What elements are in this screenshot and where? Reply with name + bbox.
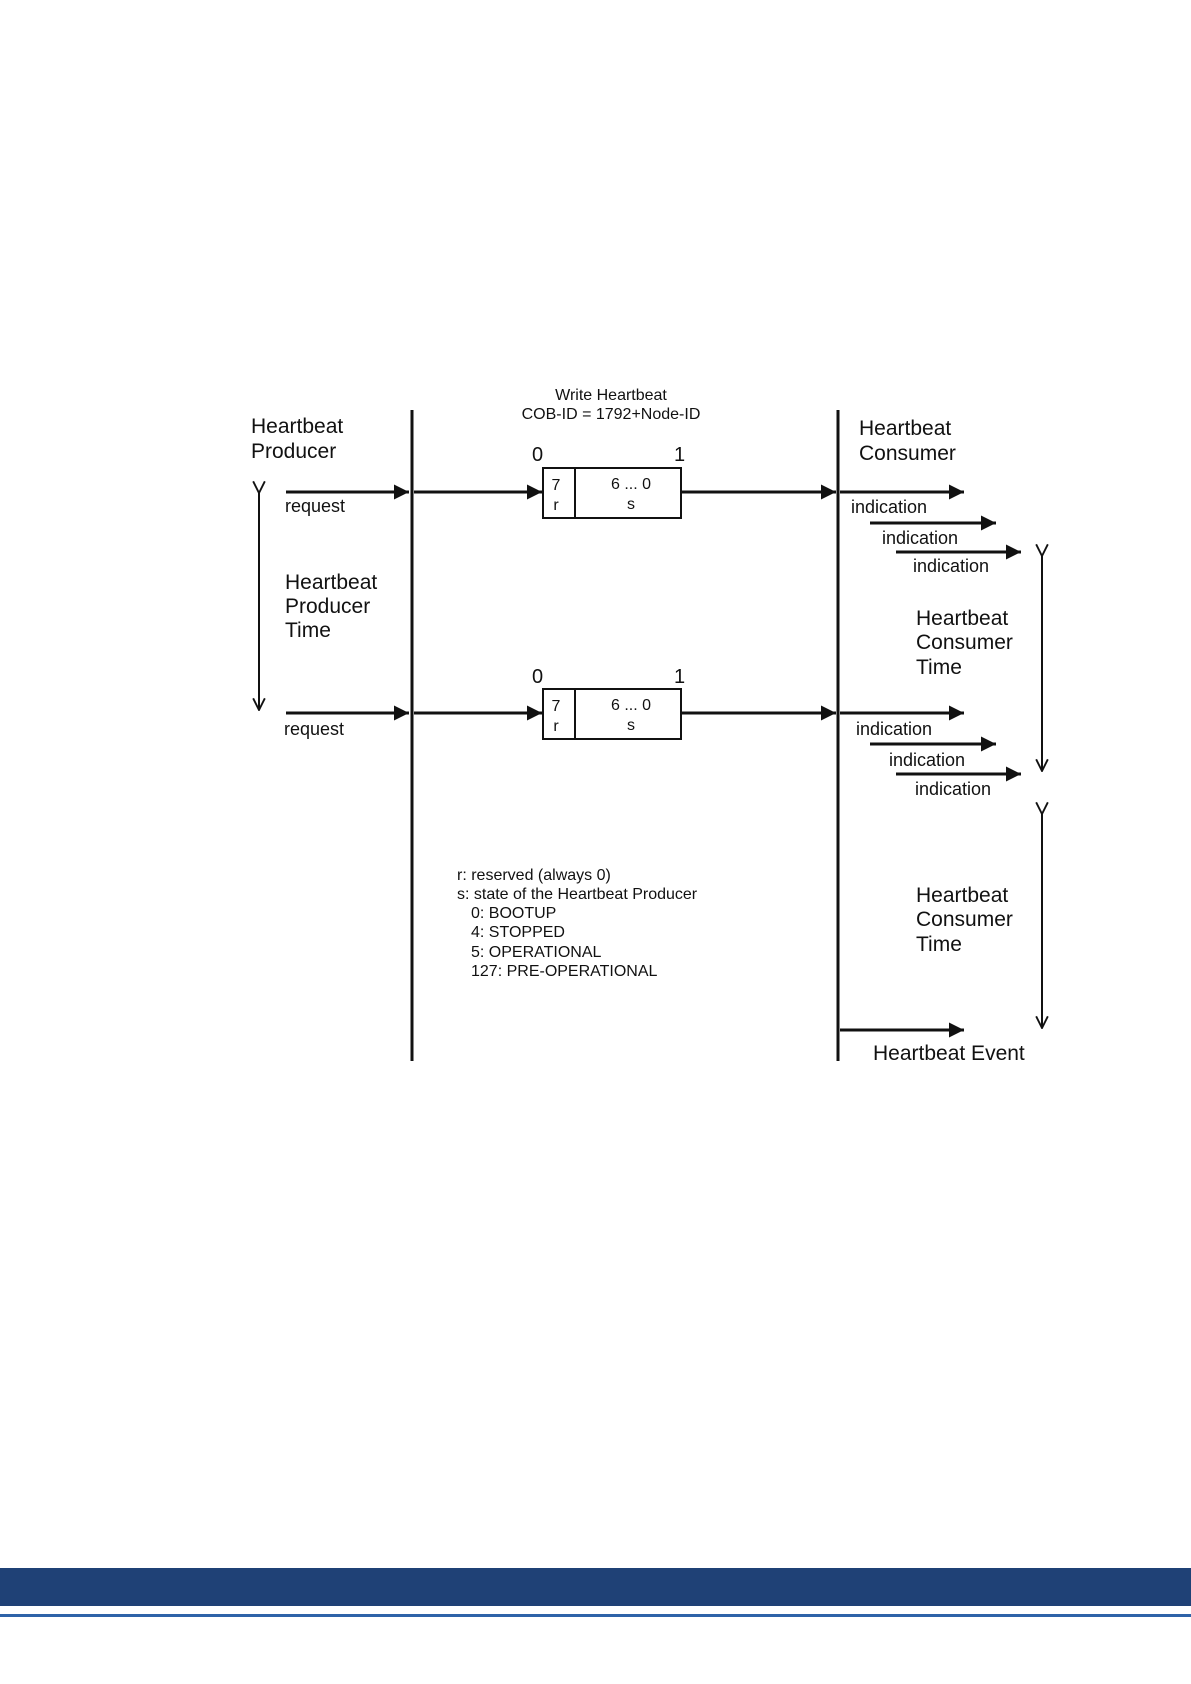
consumer-title-line2: Consumer — [859, 442, 956, 465]
legend-state-preoperational: 127: PRE-OPERATIONAL — [471, 963, 658, 980]
legend-reserved: r: reserved (always 0) — [457, 867, 611, 884]
indication-label-1c: indication — [913, 556, 989, 576]
consumer-time-line2-a: Consumer — [916, 631, 1013, 654]
bit7-label-1: 7 — [552, 477, 561, 494]
byte-index-start-2: 0 — [532, 666, 543, 688]
header-cob-id: COB-ID = 1792+Node-ID — [522, 406, 701, 423]
heartbeat-event-label: Heartbeat Event — [873, 1042, 1025, 1065]
bit7-label-2: 7 — [552, 698, 561, 715]
producer-time-line2: Producer — [285, 595, 370, 618]
bits-low-value-1: s — [627, 496, 635, 513]
footer-band — [0, 1568, 1191, 1606]
bit7-value-1: r — [553, 497, 559, 514]
producer-time-line3: Time — [285, 619, 331, 642]
producer-title-line2: Producer — [251, 440, 336, 463]
legend-state-stopped: 4: STOPPED — [471, 924, 565, 941]
producer-time-line1: Heartbeat — [285, 571, 377, 594]
indication-label-2b: indication — [889, 750, 965, 770]
bits-low-label-2: 6 ... 0 — [611, 697, 651, 714]
byte-index-end-1: 1 — [674, 444, 685, 466]
heartbeat-frame-1 — [542, 467, 682, 519]
consumer-time-line1-a: Heartbeat — [916, 607, 1008, 630]
request-label-2: request — [284, 719, 344, 739]
indication-label-1b: indication — [882, 528, 958, 548]
legend-state-bootup: 0: BOOTUP — [471, 905, 556, 922]
indication-label-1a: indication — [851, 497, 927, 517]
consumer-title-line1: Heartbeat — [859, 417, 951, 440]
byte-index-end-2: 1 — [674, 666, 685, 688]
consumer-time-line3-b: Time — [916, 933, 962, 956]
request-label-1: request — [285, 496, 345, 516]
consumer-time-line2-b: Consumer — [916, 908, 1013, 931]
bits-low-value-2: s — [627, 717, 635, 734]
indication-label-2c: indication — [915, 779, 991, 799]
legend-state-operational: 5: OPERATIONAL — [471, 944, 602, 961]
producer-title-line1: Heartbeat — [251, 415, 343, 438]
bit7-value-2: r — [553, 718, 559, 735]
consumer-time-line3-a: Time — [916, 656, 962, 679]
heartbeat-frame-2 — [542, 688, 682, 740]
header-title: Write Heartbeat — [555, 387, 667, 404]
legend-state: s: state of the Heartbeat Producer — [457, 886, 698, 903]
indication-label-2a: indication — [856, 719, 932, 739]
byte-index-start-1: 0 — [532, 444, 543, 466]
bits-low-label-1: 6 ... 0 — [611, 476, 651, 493]
consumer-time-line1-b: Heartbeat — [916, 884, 1008, 907]
footer-line — [0, 1614, 1191, 1617]
